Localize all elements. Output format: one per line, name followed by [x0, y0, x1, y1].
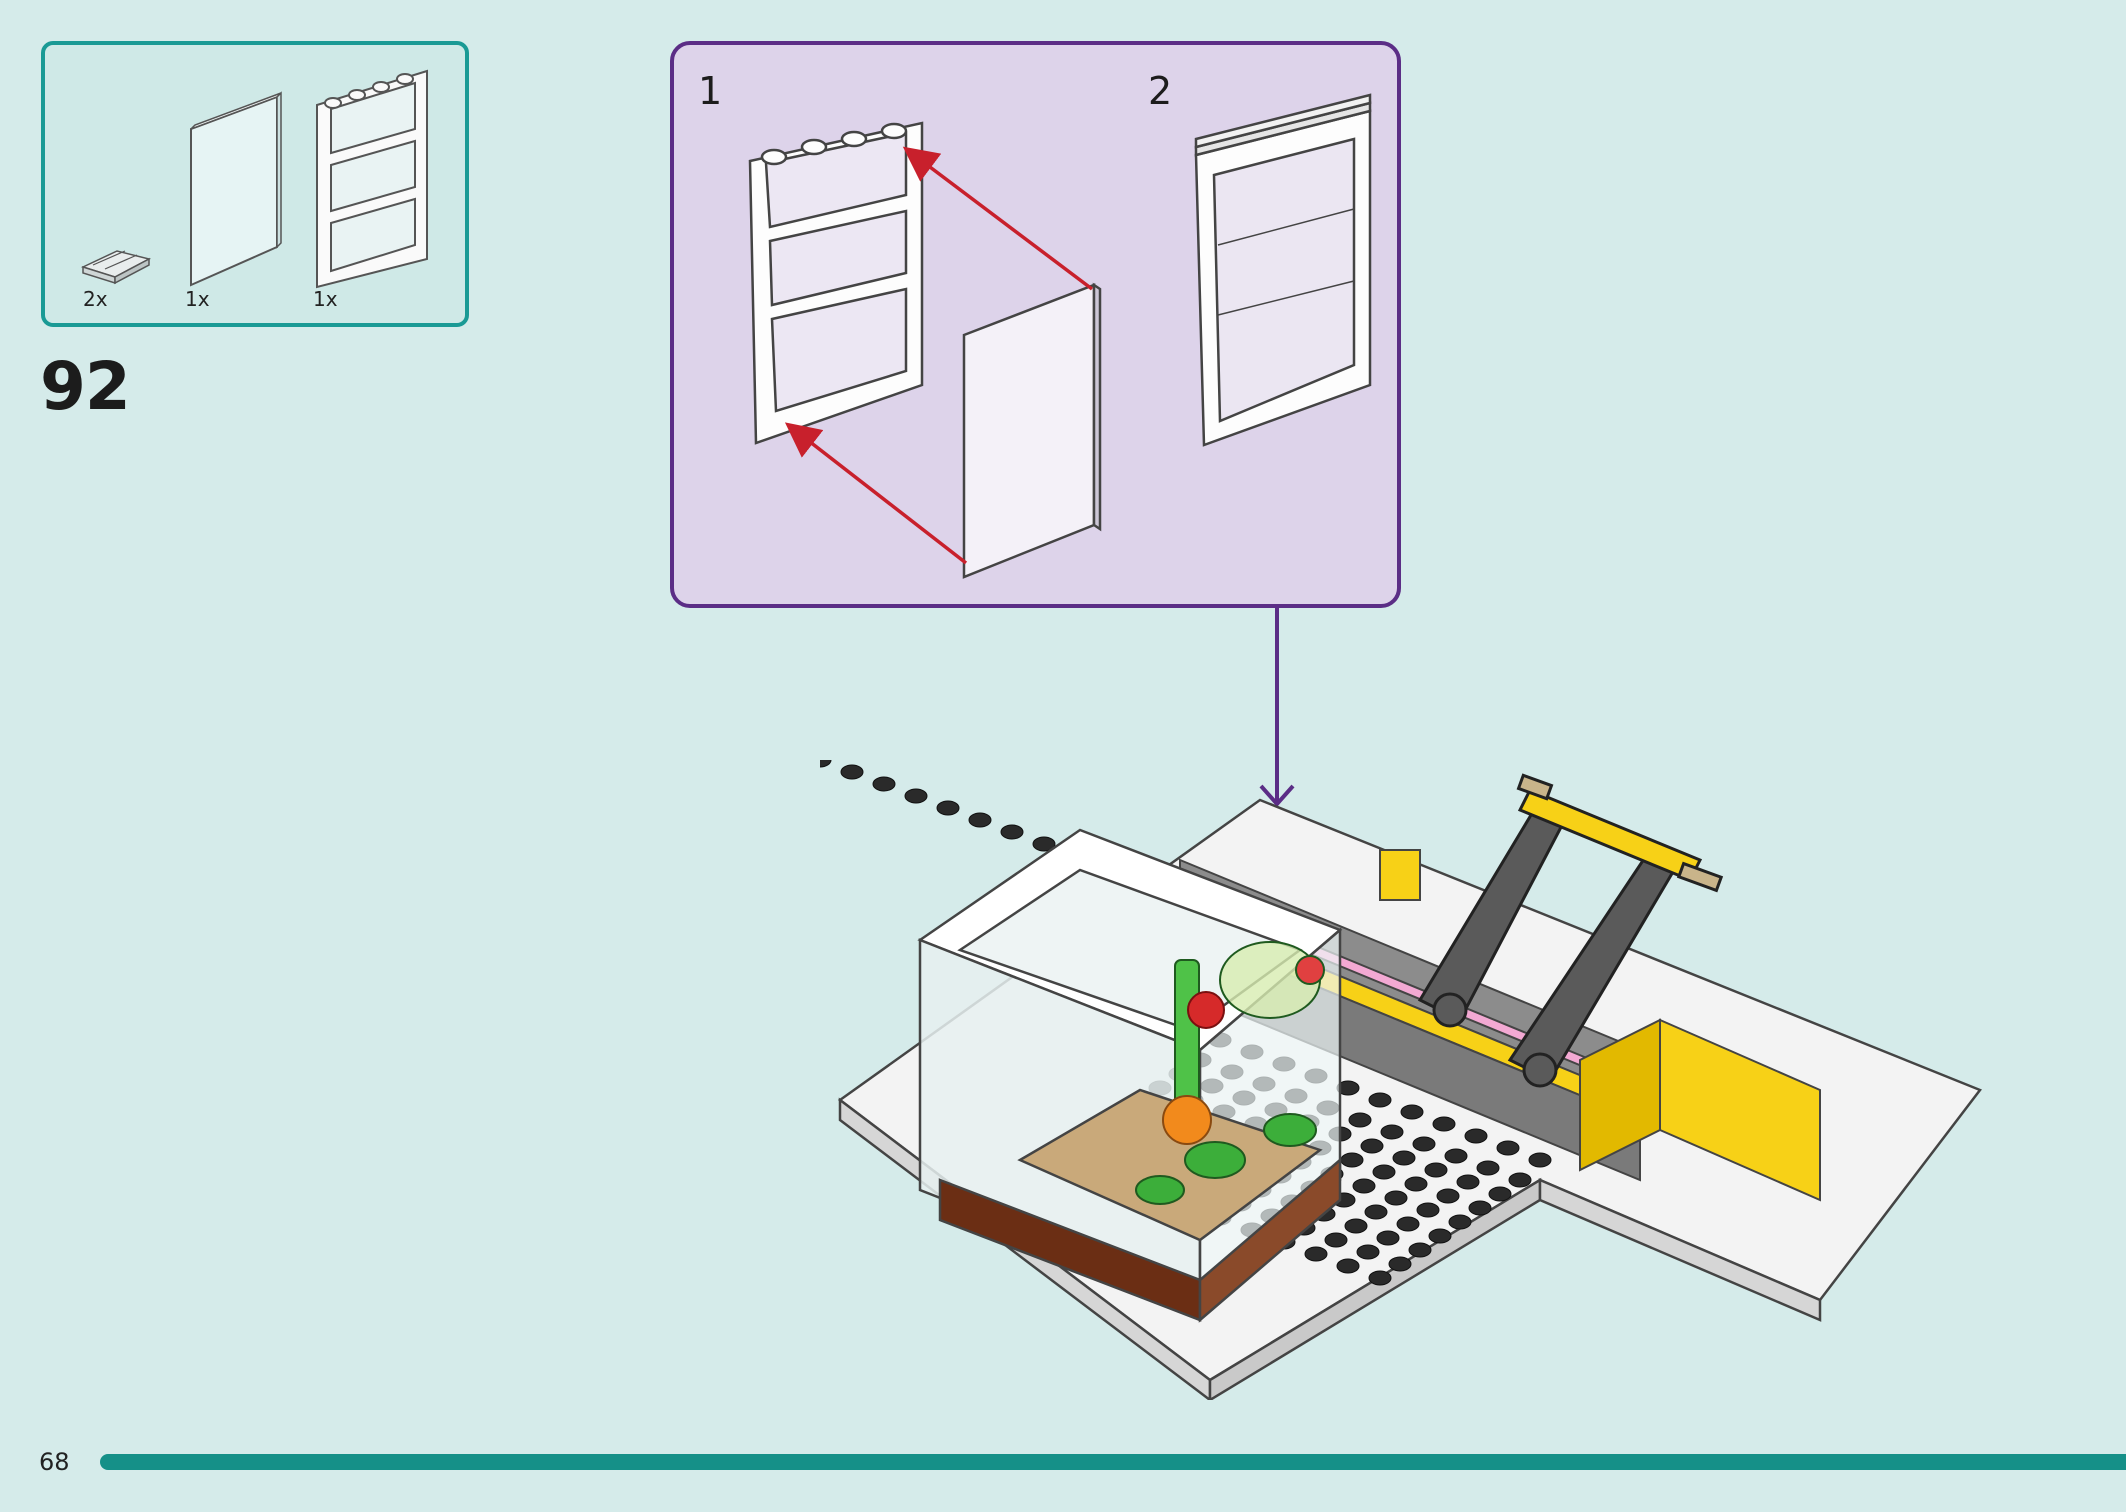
window-frame-icon [748, 121, 924, 445]
substep-label: 2 [1148, 69, 1173, 113]
part-qty: 1x [313, 287, 338, 311]
parts-illustration [80, 69, 428, 289]
parts-list: 2x 1x 1x [41, 41, 469, 327]
tile-part-icon [80, 250, 152, 285]
glass-part-icon [190, 91, 282, 287]
page-progress-bar [100, 1454, 2126, 1470]
frame-part-icon [316, 69, 428, 289]
plants-icon [1135, 941, 1325, 1205]
part-qty: 1x [185, 287, 210, 311]
step-number: 92 [40, 348, 131, 425]
subassembly-callout: 1 2 [670, 41, 1401, 608]
insert-arrow-icon [784, 422, 968, 565]
yellow-block-icon [1379, 849, 1821, 1202]
assembled-window-icon [1194, 93, 1372, 447]
glass-pane-icon [962, 282, 1102, 579]
page-number: 68 [39, 1448, 70, 1476]
substep-label: 1 [698, 69, 723, 113]
lever-icon [1417, 773, 1724, 1088]
part-qty: 2x [83, 287, 108, 311]
connector-arrow-icon [1259, 606, 1295, 806]
insert-arrow-icon [902, 146, 1094, 291]
model-illustration [820, 760, 1982, 1400]
callout-illustration [748, 93, 1372, 579]
